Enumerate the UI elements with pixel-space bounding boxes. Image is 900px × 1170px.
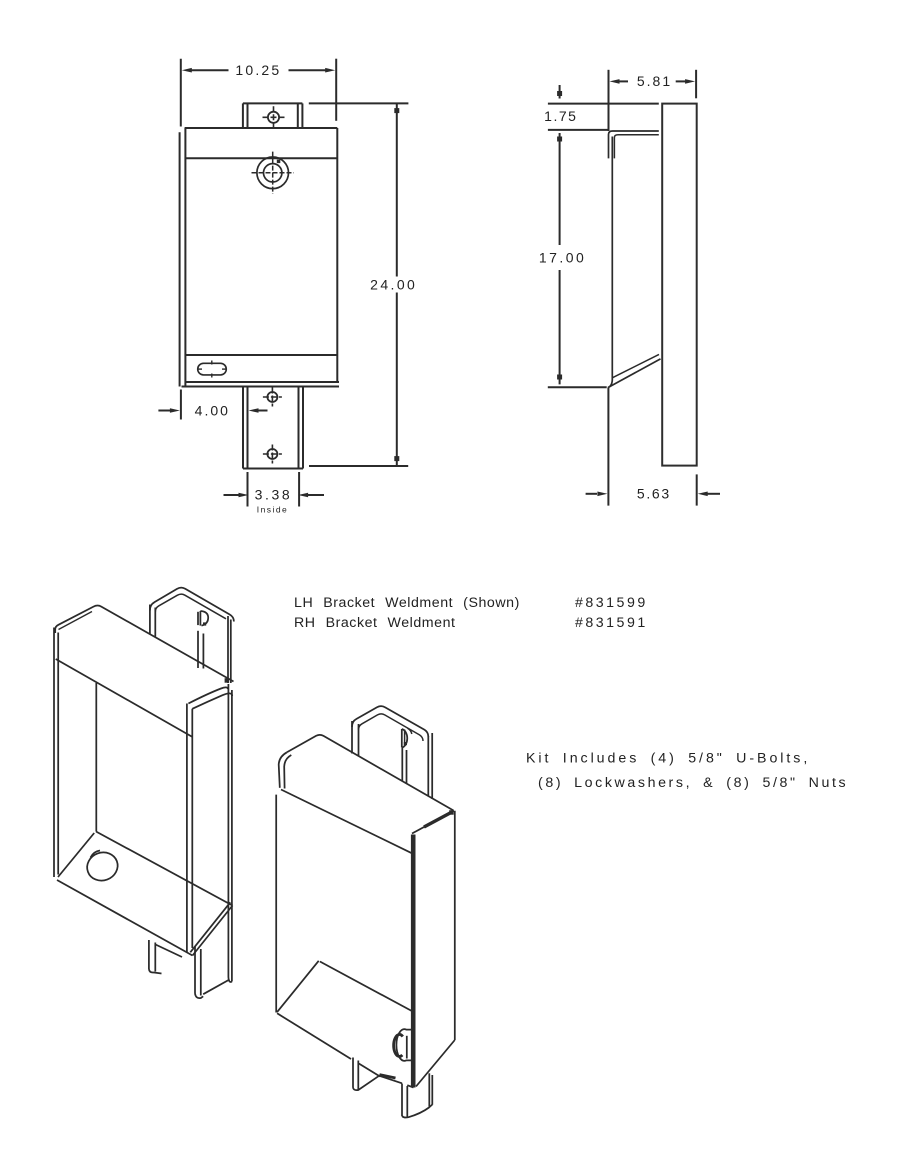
svg-text:#831591: #831591 bbox=[575, 615, 648, 631]
svg-text:1.75: 1.75 bbox=[544, 108, 577, 124]
svg-text:(8) Lockwashers, & (8) 5/8" Nu: (8) Lockwashers, & (8) 5/8" Nuts bbox=[538, 775, 848, 791]
svg-text:3.38: 3.38 bbox=[255, 486, 293, 502]
svg-text:Kit Includes (4) 5/8" U-Bolts,: Kit Includes (4) 5/8" U-Bolts, bbox=[526, 751, 810, 767]
svg-text:LH Bracket Weldment (Shown): LH Bracket Weldment (Shown) bbox=[294, 595, 520, 611]
svg-text:#831599: #831599 bbox=[575, 595, 648, 611]
svg-text:RH Bracket Weldment: RH Bracket Weldment bbox=[294, 615, 456, 631]
svg-text:17.00: 17.00 bbox=[539, 250, 587, 266]
svg-text:Inside: Inside bbox=[257, 505, 288, 515]
svg-text:24.00: 24.00 bbox=[370, 277, 417, 293]
svg-text:10.25: 10.25 bbox=[235, 62, 281, 78]
svg-text:4.00: 4.00 bbox=[195, 402, 230, 418]
svg-text:5.81: 5.81 bbox=[637, 73, 672, 89]
svg-text:5.63: 5.63 bbox=[637, 486, 671, 502]
